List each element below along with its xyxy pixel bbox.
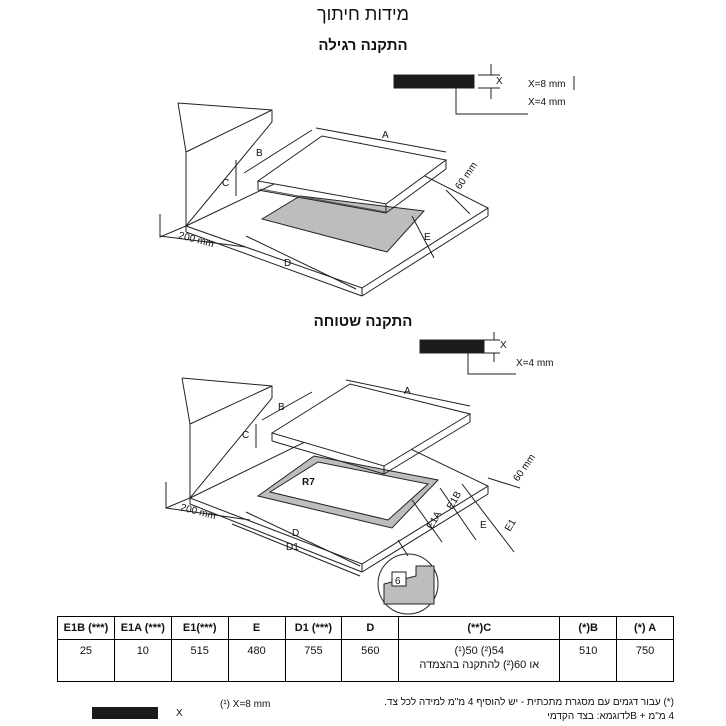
x-label: X	[496, 76, 503, 87]
footnote-x8: (¹) X=8 mm	[220, 699, 271, 710]
footnote-2: 4 מ"מ + Bלדוגמא: בצד הקדמי	[547, 711, 674, 722]
flush-dim-r7: R7	[302, 477, 315, 488]
footnote-bar	[92, 707, 158, 719]
flush-dim-a: A	[404, 386, 411, 397]
table-cell: 25	[57, 639, 115, 682]
table-header: E1A (***)	[113, 616, 172, 640]
flush-dim-d1: D1	[286, 542, 299, 553]
table-cell: 560	[341, 639, 400, 682]
flush-x-value: X=4 mm	[516, 358, 554, 369]
table-header: D1 (***)	[284, 616, 343, 640]
table-header-row: E1B (***) E1A (***) E1(***) E D1 (***) D…	[57, 616, 674, 640]
table-cell-c-line1: 54(²) 50(¹)	[454, 645, 505, 657]
section-title-standard: התקנה רגילה	[318, 37, 408, 54]
table-cell: 10	[113, 639, 172, 682]
x-option-4: X=4 mm	[528, 97, 566, 108]
dim-a: A	[382, 130, 389, 141]
dim-e: E	[424, 232, 431, 243]
dim-b: B	[256, 148, 263, 159]
table-header: E1(***)	[170, 616, 229, 640]
table-header: (**)C	[398, 616, 561, 640]
table-cell: 750	[616, 639, 674, 682]
flush-dim-e1: E1	[503, 517, 519, 533]
footnote-x-label: X	[176, 708, 183, 719]
table-cell-c-line2: או 60(²) להתקנה בהצמדה	[419, 659, 540, 671]
detail-label: 6	[395, 576, 401, 587]
table-cell: 480	[227, 639, 286, 682]
flush-x-label: X	[500, 340, 507, 351]
flush-dim-c: C	[242, 430, 249, 441]
footnote-1: (*) עבור דגמים עם מסגרת מתכתית - יש להוס…	[384, 697, 674, 708]
table-header: (*) A	[616, 616, 674, 640]
section-title-flush: התקנה שטוחה	[313, 313, 413, 330]
table-row: 25 10 515 480 755 560 54(²) 50(¹) או 60(…	[57, 639, 674, 682]
flush-dim-e: E	[480, 520, 487, 531]
dim-c: C	[222, 178, 229, 189]
table-cell: 515	[170, 639, 229, 682]
table-cell-c: 54(²) 50(¹) או 60(²) להתקנה בהצמדה	[398, 639, 561, 682]
flush-dim-e1a: E1A	[425, 509, 444, 531]
flush-dim-200mm: 200 mm	[179, 502, 217, 522]
table-header: (*)B	[559, 616, 618, 640]
table-cell: 510	[559, 639, 618, 682]
table-header: D	[341, 616, 400, 640]
dimensions-table: E1B (***) E1A (***) E1(***) E D1 (***) D…	[57, 616, 674, 682]
dim-d: D	[284, 258, 291, 269]
table-header: E	[227, 616, 286, 640]
table-cell: 755	[284, 639, 343, 682]
flush-dim-e1b: E1B	[445, 489, 464, 511]
x-option-8: X=8 mm	[528, 79, 566, 90]
table-header: E1B (***)	[57, 616, 115, 640]
flush-dim-b: B	[278, 402, 285, 413]
page-title: מידות חיתוך	[316, 4, 410, 24]
flush-dim-d: D	[292, 528, 299, 539]
flush-dim-60mm: 60 mm	[511, 452, 538, 483]
